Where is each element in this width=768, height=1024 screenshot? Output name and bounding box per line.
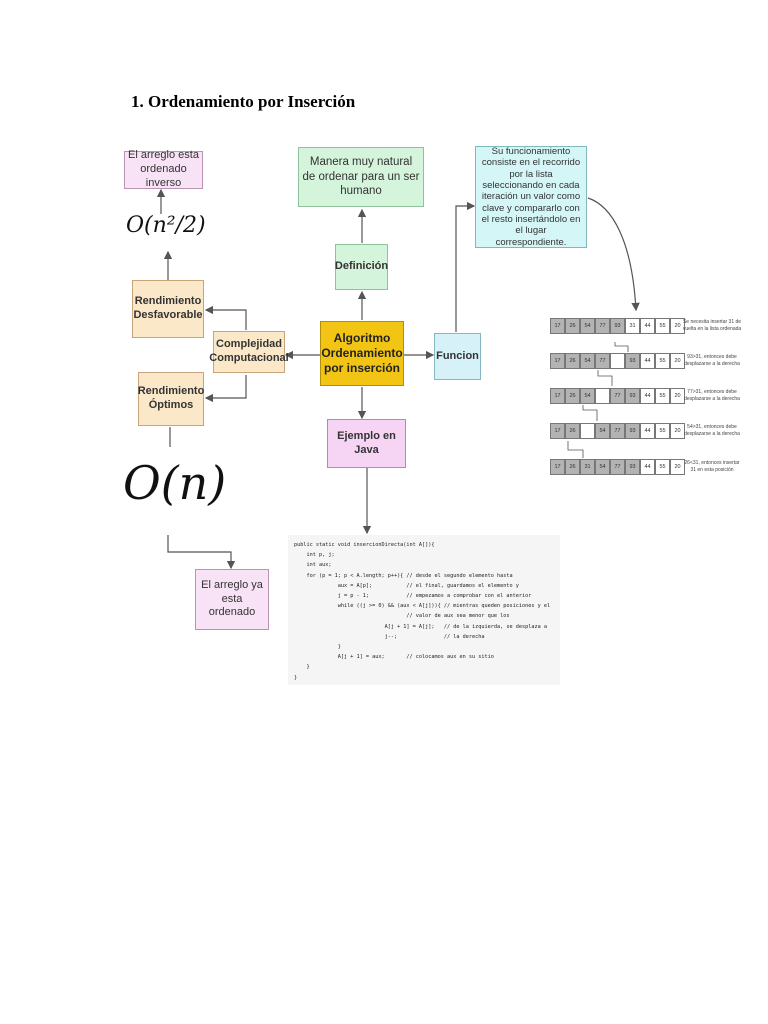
step-arrow-4 [567, 441, 584, 458]
array-cell: 54 [595, 423, 610, 439]
array-cell: 17 [550, 353, 565, 369]
funcion-box: Funcion [434, 333, 481, 380]
complejidad-box: Complejidad Computacional [209, 331, 289, 373]
array-step-note: 54>31, entonces debe desplazarse a la de… [684, 424, 740, 437]
array-step-note: Se necesita insertar 31 de vuelta en la … [682, 319, 742, 332]
arrow-to-desfavorable [204, 305, 247, 330]
step-arrow-1 [614, 342, 629, 352]
array-cell [580, 423, 595, 439]
java-code: public static void insercionDirecta(int … [288, 535, 560, 685]
array-cell: 26 [565, 388, 580, 404]
array-cell: 54 [580, 388, 595, 404]
inverso-box: El arreglo esta ordenado inverso [124, 149, 203, 189]
array-cell: 54 [595, 459, 610, 475]
array-cell: 77 [595, 318, 610, 334]
array-cell: 77 [595, 353, 610, 369]
array-cell: 54 [580, 318, 595, 334]
array-cell: 77 [610, 459, 625, 475]
step-arrow-3 [582, 405, 598, 421]
array-cell: 44 [640, 459, 655, 475]
array-cell: 20 [670, 353, 685, 369]
natural-box: Manera muy natural de ordenar para un se… [298, 147, 424, 207]
optimos-box: Rendimiento Óptimos [138, 372, 204, 426]
arrow-to-array [587, 197, 640, 312]
array-cell: 44 [640, 388, 655, 404]
array-cell [610, 353, 625, 369]
array-cell: 55 [655, 459, 670, 475]
array-cell: 93 [625, 353, 640, 369]
array-step-note: 26<31, entonces insertar 31 en esta posi… [684, 460, 740, 473]
array-cell: 20 [670, 459, 685, 475]
best-case-formula: O(n) [123, 456, 227, 510]
array-cell: 54 [580, 353, 595, 369]
section-heading: 1. Ordenamiento por Inserción [131, 92, 356, 111]
funcionamiento-box: Su funcionamiento consiste en el recorri… [475, 146, 587, 248]
array-cell: 93 [610, 318, 625, 334]
array-cell: 55 [655, 423, 670, 439]
array-cell: 55 [655, 353, 670, 369]
array-cell: 20 [670, 318, 685, 334]
array-cell: 77 [610, 423, 625, 439]
worst-case-formula: O(n²/2) [126, 213, 206, 238]
array-cell: 17 [550, 388, 565, 404]
array-cell: 20 [670, 423, 685, 439]
definicion-box: Definición [335, 244, 388, 290]
array-step-note: 77>31, entonces debe desplazarse a la de… [684, 389, 740, 402]
array-cell: 26 [565, 353, 580, 369]
ejemplo-box: Ejemplo en Java [327, 419, 406, 468]
array-cell: 17 [550, 423, 565, 439]
array-cell: 93 [625, 388, 640, 404]
array-cell: 93 [625, 423, 640, 439]
array-cell: 55 [655, 318, 670, 334]
ordenado-box: El arreglo ya esta ordenado [195, 569, 269, 630]
array-cell: 31 [625, 318, 640, 334]
array-cell: 20 [670, 388, 685, 404]
arrow-to-optimos [204, 375, 247, 403]
array-cell: 44 [640, 423, 655, 439]
array-cell: 26 [565, 459, 580, 475]
desfavorable-box: Rendimiento Desfavorable [132, 280, 204, 338]
array-cell: 26 [565, 423, 580, 439]
array-cell: 93 [625, 459, 640, 475]
array-cell: 26 [565, 318, 580, 334]
array-cell: 31 [580, 459, 595, 475]
array-cell [595, 388, 610, 404]
algoritmo-box: Algoritmo Ordenamiento por inserción [320, 321, 404, 386]
arrow-to-funcionamiento [455, 201, 476, 332]
array-cell: 55 [655, 388, 670, 404]
array-cell: 17 [550, 318, 565, 334]
array-step-note: 93>31, entonces debe desplazarse a la de… [684, 354, 740, 367]
arrow-to-ordenado [167, 535, 236, 570]
step-arrow-2 [597, 370, 613, 386]
array-cell: 17 [550, 459, 565, 475]
array-cell: 77 [610, 388, 625, 404]
array-cell: 44 [640, 318, 655, 334]
array-cell: 44 [640, 353, 655, 369]
